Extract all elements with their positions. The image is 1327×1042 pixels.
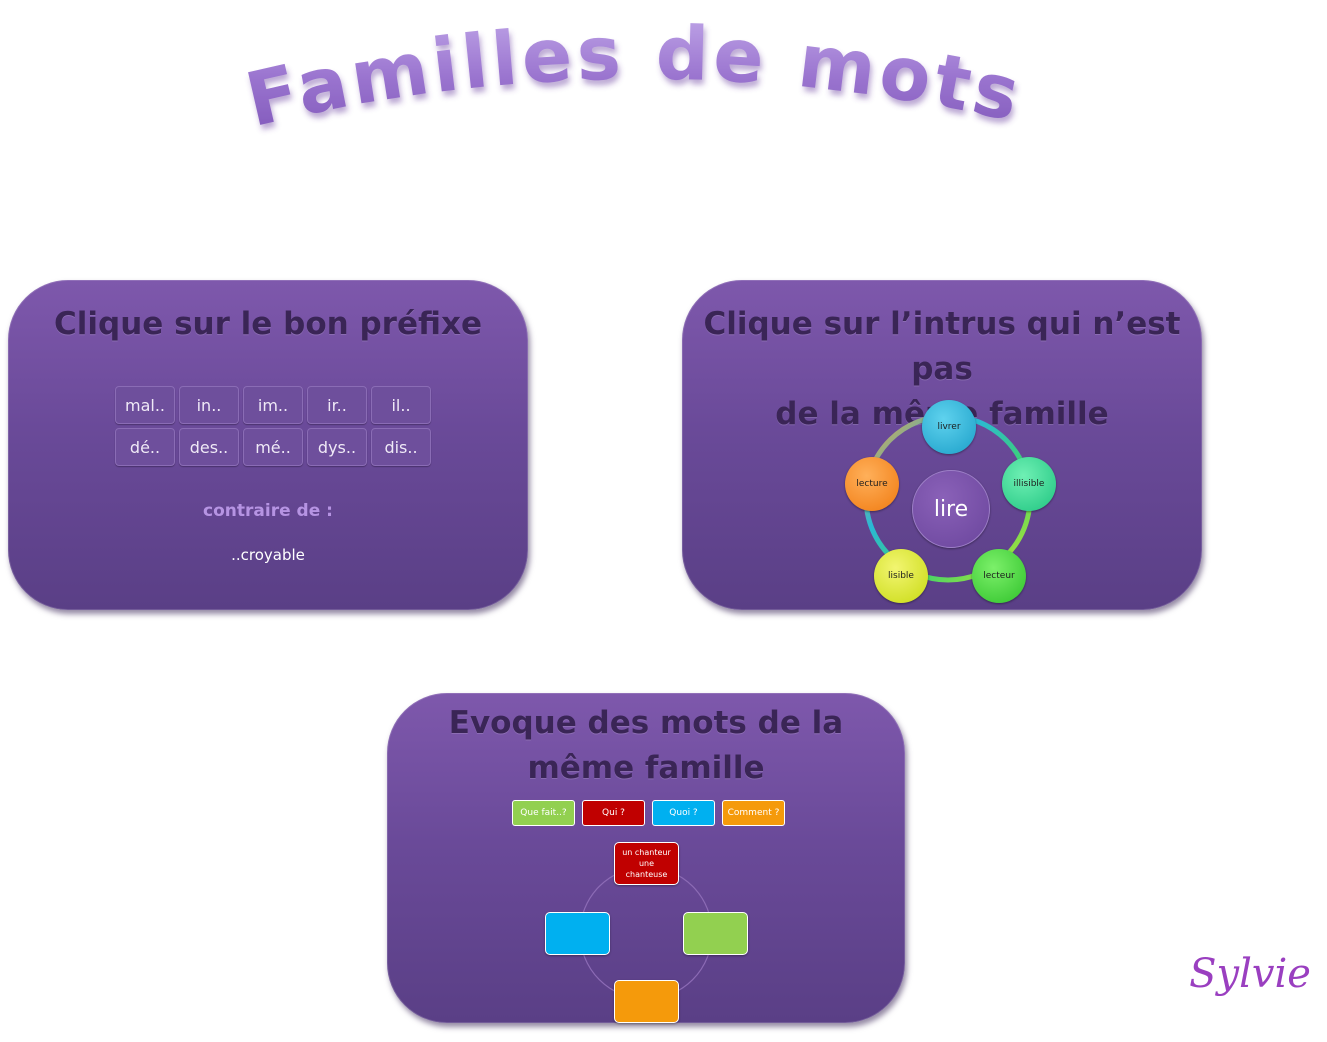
node-lecture[interactable]: lecture bbox=[845, 457, 899, 511]
evoque-title-line1: Evoque des mots de la bbox=[448, 705, 844, 741]
word-cycle-diagram: lire livrer illisible lecteur lisible le… bbox=[827, 392, 1067, 612]
prefix-card-title: Clique sur le bon préfixe bbox=[54, 306, 482, 342]
intrus-card-title: Clique sur l’intrus qui n’est pas de la … bbox=[682, 302, 1202, 437]
evoque-title-line2: même famille bbox=[527, 750, 765, 786]
page-title: Familles de mots bbox=[200, 10, 1060, 160]
prefix-button-ir[interactable]: ir.. bbox=[307, 386, 367, 424]
question-label: contraire de : bbox=[203, 501, 333, 521]
signature: Sylvie bbox=[1180, 925, 1320, 1035]
prefix-button-mal[interactable]: mal.. bbox=[115, 386, 175, 424]
chip-comment[interactable]: Comment ? bbox=[722, 800, 785, 826]
question-word: ..croyable bbox=[231, 546, 305, 564]
svg-text:Familles de mots: Familles de mots bbox=[238, 11, 1030, 144]
box-comment-answer[interactable] bbox=[614, 980, 679, 1023]
box-que-fait-answer[interactable] bbox=[683, 912, 748, 955]
prefix-button-me[interactable]: mé.. bbox=[243, 428, 303, 466]
prefix-button-de[interactable]: dé.. bbox=[115, 428, 175, 466]
prefix-button-dis[interactable]: dis.. bbox=[371, 428, 431, 466]
prefix-grid: mal.. in.. im.. ir.. il.. dé.. des.. mé.… bbox=[115, 386, 431, 466]
node-lisible[interactable]: lisible bbox=[874, 549, 928, 603]
chip-qui[interactable]: Qui ? bbox=[582, 800, 645, 826]
prefix-activity-card[interactable]: Clique sur le bon préfixe mal.. in.. im.… bbox=[8, 280, 528, 610]
signature-text: Sylvie bbox=[1189, 951, 1311, 997]
box-qui-line2: une bbox=[638, 859, 655, 868]
evoque-activity-card[interactable]: Evoque des mots de la même famille Que f… bbox=[387, 693, 905, 1023]
intrus-title-line1: Clique sur l’intrus qui n’est pas bbox=[703, 306, 1181, 387]
question-chips: Que fait..? Qui ? Quoi ? Comment ? bbox=[512, 800, 785, 826]
intrus-activity-card[interactable]: Clique sur l’intrus qui n’est pas de la … bbox=[682, 280, 1202, 610]
box-quoi-answer[interactable] bbox=[545, 912, 610, 955]
box-qui-answer[interactable]: un chanteur une chanteuse bbox=[614, 842, 679, 885]
prefix-button-il[interactable]: il.. bbox=[371, 386, 431, 424]
box-qui-line1: un chanteur bbox=[622, 848, 671, 857]
chip-quoi[interactable]: Quoi ? bbox=[652, 800, 715, 826]
node-livrer[interactable]: livrer bbox=[922, 400, 976, 454]
box-qui-line3: chanteuse bbox=[625, 870, 668, 879]
prefix-button-in[interactable]: in.. bbox=[179, 386, 239, 424]
page-title-text: Familles de mots bbox=[238, 11, 1026, 144]
prefix-button-dys[interactable]: dys.. bbox=[307, 428, 367, 466]
prefix-button-im[interactable]: im.. bbox=[243, 386, 303, 424]
center-word-node: lire bbox=[912, 470, 990, 548]
node-illisible[interactable]: illisible bbox=[1002, 457, 1056, 511]
prefix-button-des[interactable]: des.. bbox=[179, 428, 239, 466]
chip-que-fait[interactable]: Que fait..? bbox=[512, 800, 575, 826]
node-lecteur[interactable]: lecteur bbox=[972, 549, 1026, 603]
evoque-card-title: Evoque des mots de la même famille bbox=[387, 701, 905, 791]
